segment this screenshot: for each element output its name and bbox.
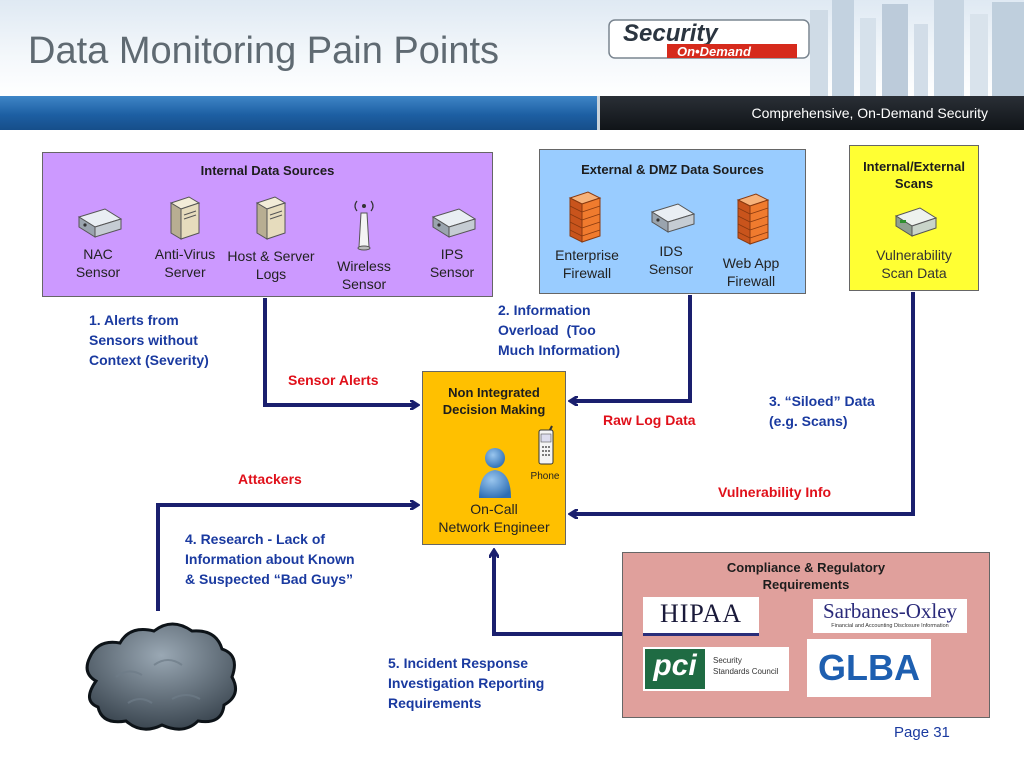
page-title: Data Monitoring Pain Points — [28, 30, 500, 72]
server-tower-icon — [255, 196, 287, 240]
flow-label-sensor-alerts: Sensor Alerts — [288, 372, 379, 388]
decision-making-box: Non Integrated Decision Making Phone On-… — [422, 371, 566, 545]
device-label-antivirus: Anti-Virus Server — [154, 246, 216, 280]
internal-external-scans-box: Internal/External Scans Vulnerability Sc… — [849, 145, 979, 291]
pci-logo-mark-text: pci — [653, 649, 697, 682]
device-label-ips: IPS Sensor — [429, 246, 475, 280]
logo-line1: Security — [623, 20, 719, 47]
engineer-label: On-Call Network Engineer — [438, 501, 550, 535]
hipaa-logo-text: HIPAA — [659, 599, 743, 628]
device-label-wireless: Wireless Sensor — [337, 258, 391, 292]
internal-data-sources-box: Internal Data Sources NAC Sensor Anti-Vi… — [42, 152, 493, 297]
page-number: Page 31 — [894, 724, 950, 741]
compliance-regulatory-box: Compliance & Regulatory Requirements HIP… — [622, 552, 990, 718]
arrow-sensor-alerts — [263, 298, 416, 405]
scans-title: Internal/External Scans — [863, 159, 965, 191]
hipaa-logo: HIPAA — [643, 597, 759, 636]
compliance-title: Compliance & Regulatory Requirements — [726, 560, 886, 592]
note-5-incident-response: 5. Incident Response Investigation Repor… — [388, 655, 545, 711]
sox-logo-text: Sarbanes-Oxley — [822, 599, 958, 623]
decision-title: Non Integrated Decision Making — [442, 385, 546, 417]
device-label-enterprise-firewall: Enterprise Firewall — [555, 247, 619, 281]
phone-label: Phone — [530, 471, 560, 482]
flow-label-vulnerability-info: Vulnerability Info — [718, 484, 832, 500]
device-label-vulnerability-scan-data: Vulnerability Scan Data — [876, 247, 952, 281]
external-dmz-data-sources-box: External & DMZ Data Sources Enterprise F… — [539, 149, 806, 294]
note-2-information-overload: 2. Information Overload (Too Much Inform… — [498, 302, 621, 358]
sarbanes-oxley-logo: Sarbanes-Oxley Financial and Accounting … — [813, 599, 967, 633]
pci-logo-mark — [645, 649, 705, 689]
device-label-host-server-logs: Host & Server Logs — [227, 248, 315, 282]
phone-icon — [538, 425, 554, 465]
city-skyline-graphic — [810, 0, 1024, 96]
device-label-ids: IDS Sensor — [648, 243, 694, 277]
internal-data-sources-title: Internal Data Sources — [200, 163, 335, 178]
network-appliance-icon — [431, 208, 477, 238]
note-1-alerts: 1. Alerts from Sensors without Context (… — [89, 312, 209, 368]
glba-logo-text: GLBA — [818, 647, 920, 688]
glba-logo: GLBA — [807, 639, 931, 697]
network-appliance-icon — [650, 203, 696, 233]
logo-line2: On•Demand — [677, 44, 752, 59]
storm-cloud-icon — [85, 622, 238, 731]
device-label-nac: NAC Sensor — [75, 246, 121, 280]
arrow-compliance — [494, 552, 622, 636]
firewall-icon — [736, 193, 770, 245]
flow-label-attackers: Attackers — [238, 471, 302, 487]
sox-logo-subtext: Financial and Accounting Disclosure Info… — [831, 623, 949, 629]
network-appliance-icon — [77, 208, 123, 238]
server-tower-icon — [169, 196, 201, 240]
header-band-dark — [597, 96, 1024, 130]
note-4-research: 4. Research - Lack of Information about … — [185, 531, 355, 587]
firewall-icon — [568, 191, 602, 243]
device-label-web-app-firewall: Web App Firewall — [722, 255, 780, 289]
flow-label-raw-log-data: Raw Log Data — [603, 412, 696, 428]
note-3-siloed-data: 3. “Siloed” Data (e.g. Scans) — [769, 393, 875, 429]
pci-logo-text: Security Standards Council — [713, 656, 779, 676]
person-icon — [479, 448, 511, 498]
security-on-demand-logo: Security On•Demand — [608, 19, 810, 59]
scanner-appliance-icon — [894, 207, 938, 237]
wireless-antenna-icon — [354, 200, 374, 251]
pci-ssc-logo: pci Security Standards Council — [643, 647, 789, 691]
tagline: Comprehensive, On-Demand Security — [751, 105, 988, 121]
external-dmz-title: External & DMZ Data Sources — [581, 162, 764, 177]
